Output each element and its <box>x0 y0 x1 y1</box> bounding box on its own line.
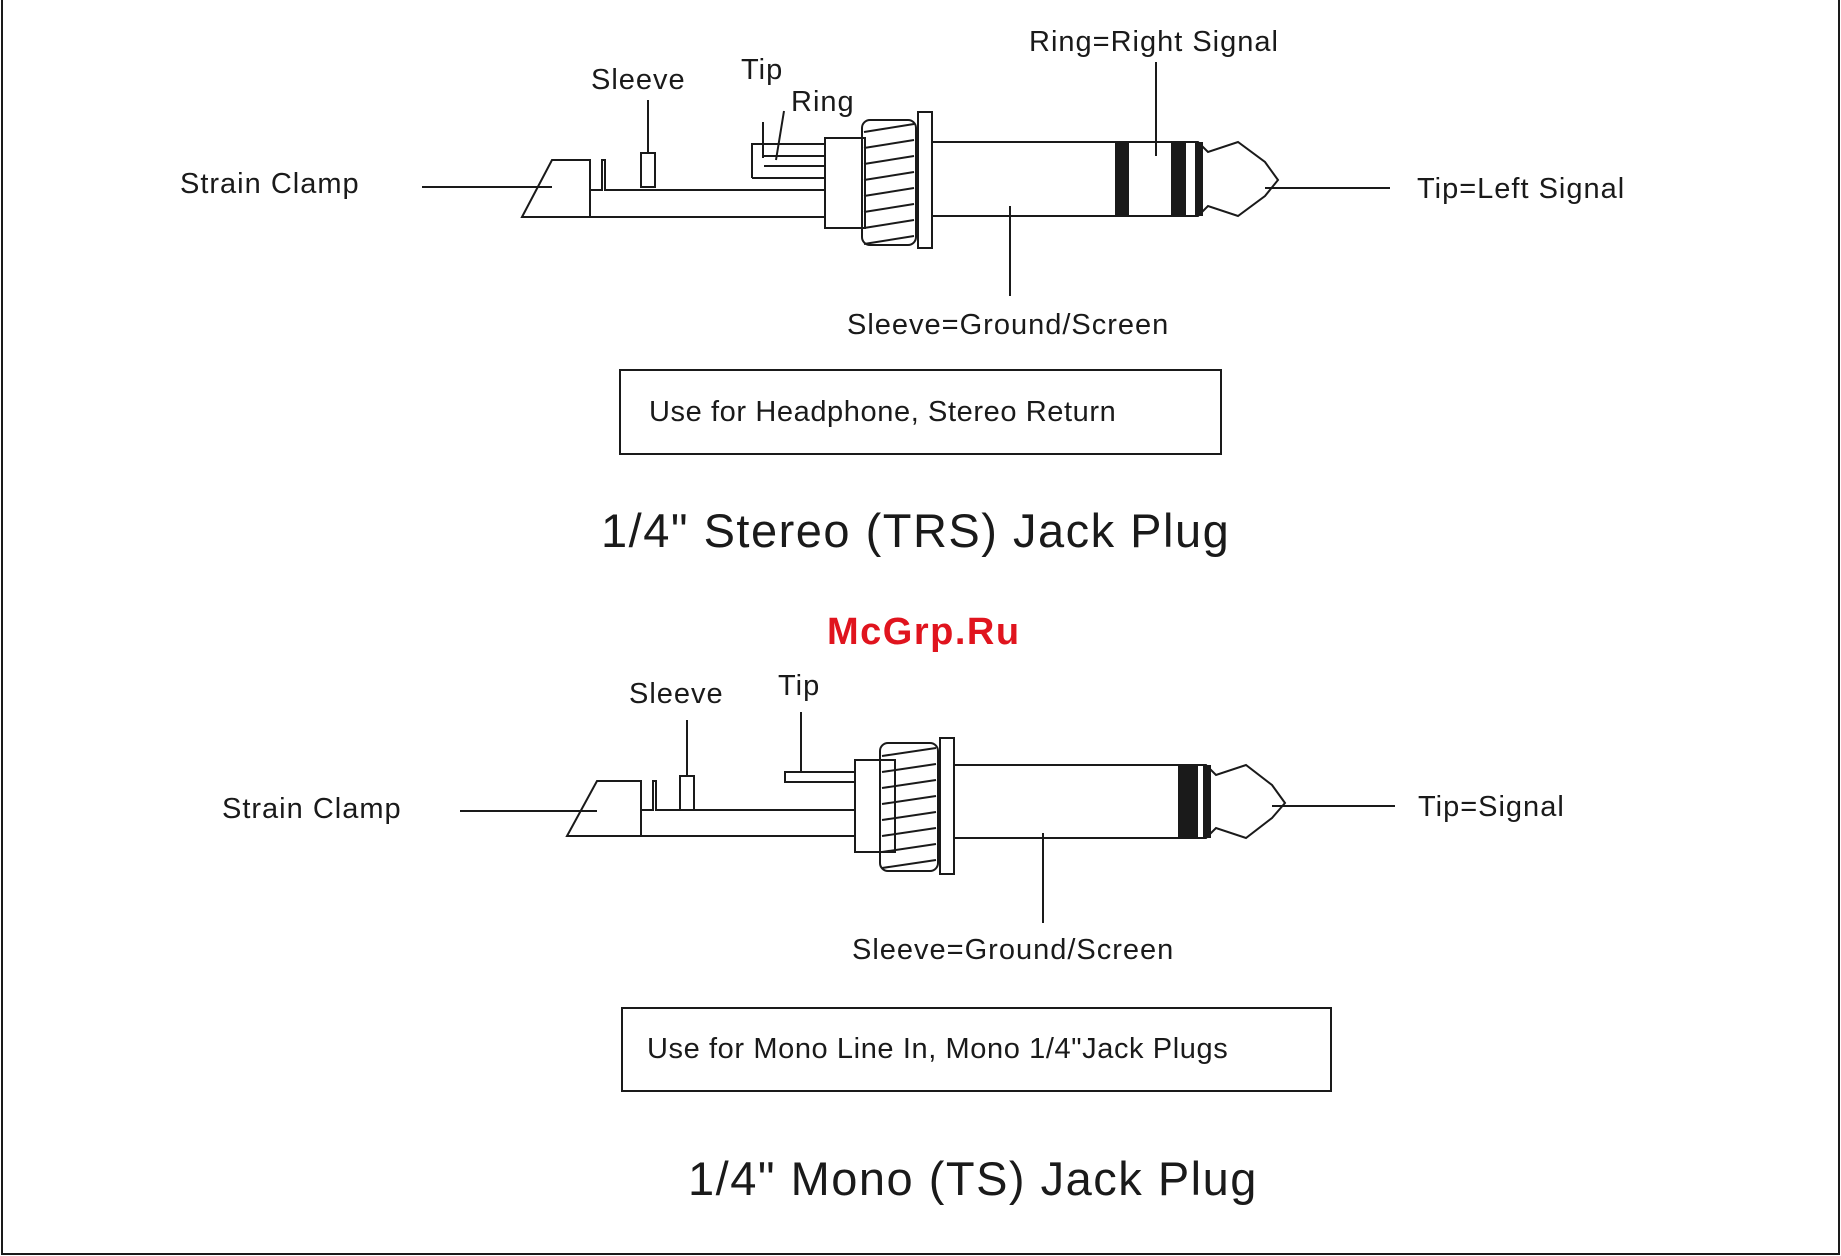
mono-use-text: Use for Mono Line In, Mono 1/4"Jack Plug… <box>647 1033 1228 1065</box>
stereo-strain-clamp <box>522 160 590 217</box>
mono-shaft <box>954 765 1197 838</box>
stereo-ring-right-label: Ring=Right Signal <box>1029 26 1279 58</box>
mono-sleeve-label: Sleeve <box>629 678 724 710</box>
stereo-plug-drawing: Strain Clamp Sleeve Tip Ring Ring=Right … <box>180 26 1625 557</box>
stereo-strain-clamp-label: Strain Clamp <box>180 168 360 200</box>
mono-sleeve-lug <box>680 776 694 810</box>
stereo-use-text: Use for Headphone, Stereo Return <box>649 396 1116 428</box>
mono-threaded-nut <box>855 760 895 852</box>
stereo-shaft <box>932 142 1185 216</box>
stereo-sleeve-lug <box>641 153 655 187</box>
stereo-body-rail <box>590 160 825 217</box>
mono-strain-clamp-label: Strain Clamp <box>222 793 402 825</box>
mono-sleeve-ground-label: Sleeve=Ground/Screen <box>852 934 1174 966</box>
stereo-sleeve-label: Sleeve <box>591 64 686 96</box>
stereo-title: 1/4" Stereo (TRS) Jack Plug <box>601 504 1230 557</box>
stereo-threaded-nut <box>825 138 865 228</box>
stereo-tip-insulator <box>1195 142 1203 216</box>
stereo-flange <box>918 112 932 248</box>
stereo-leader-lines <box>422 62 1390 296</box>
mono-body-rail <box>641 781 855 836</box>
stereo-ring-label: Ring <box>791 86 855 118</box>
mono-thread-lines <box>882 748 936 868</box>
mono-tip-signal-label: Tip=Signal <box>1418 791 1565 823</box>
mono-tip-insulator <box>1203 765 1211 838</box>
mono-strain-clamp <box>567 781 641 836</box>
mono-plug-drawing: Strain Clamp Sleeve Tip Tip=Signal Sleev… <box>222 670 1565 1205</box>
mono-sleeve-band <box>1178 765 1197 838</box>
mono-tip-tab <box>785 772 855 782</box>
stereo-tip-left-label: Tip=Left Signal <box>1417 173 1625 205</box>
mono-tip-label: Tip <box>778 670 820 702</box>
stereo-tip-label: Tip <box>741 54 783 86</box>
watermark: McGrp.Ru <box>827 611 1021 653</box>
stereo-ring-contact <box>1128 142 1172 216</box>
mono-title: 1/4" Mono (TS) Jack Plug <box>688 1152 1258 1205</box>
stereo-sleeve-band <box>1115 142 1128 216</box>
stereo-ring-band <box>1172 142 1185 216</box>
stereo-thread-lines <box>864 124 914 244</box>
stereo-sleeve-ground-label: Sleeve=Ground/Screen <box>847 309 1169 341</box>
mono-flange <box>940 738 954 874</box>
